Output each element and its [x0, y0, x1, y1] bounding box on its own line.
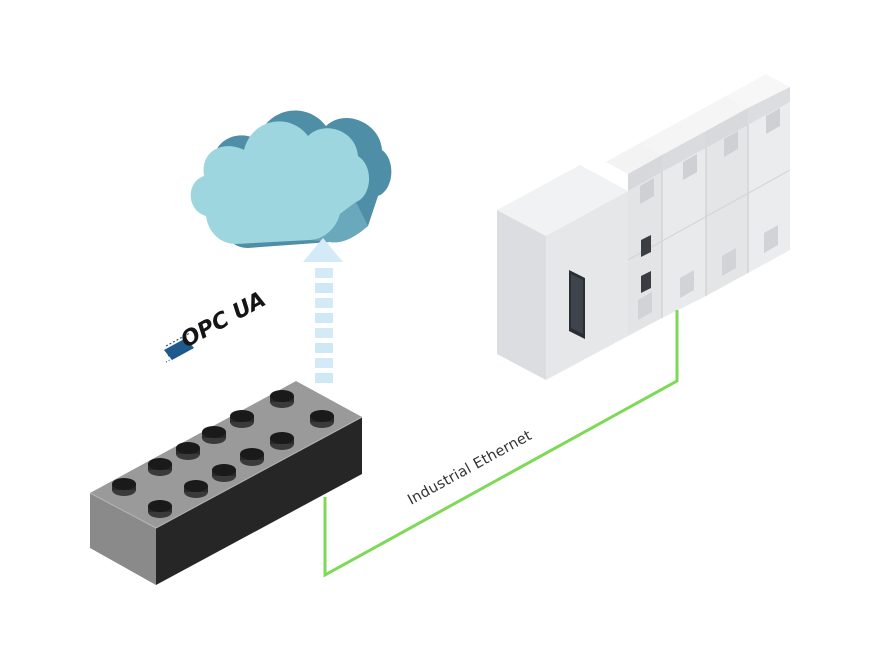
- plc-front-face: [497, 210, 546, 380]
- io-brick-top: [90, 381, 362, 528]
- plc-side-face: [546, 191, 628, 380]
- plc-ethernet-ports: [641, 235, 651, 293]
- opc-ua-logo-text: OPC UA: [177, 287, 270, 353]
- plc-rack: [497, 74, 791, 380]
- upload-arrow-icon: [303, 238, 343, 383]
- cloud-icon: [190, 110, 392, 248]
- io-brick-studs: [112, 390, 334, 518]
- opc-ua-logo: OPC UA: [164, 287, 270, 363]
- plc-top-face: [497, 165, 628, 236]
- io-brick-icon: [89, 381, 363, 585]
- io-brick-front-left: [90, 493, 156, 585]
- opc-ua-logo-mark: [164, 332, 197, 363]
- ethernet-cable: [323, 310, 679, 578]
- plc-extension-modules: [606, 74, 791, 336]
- io-brick-front-right: [156, 417, 362, 585]
